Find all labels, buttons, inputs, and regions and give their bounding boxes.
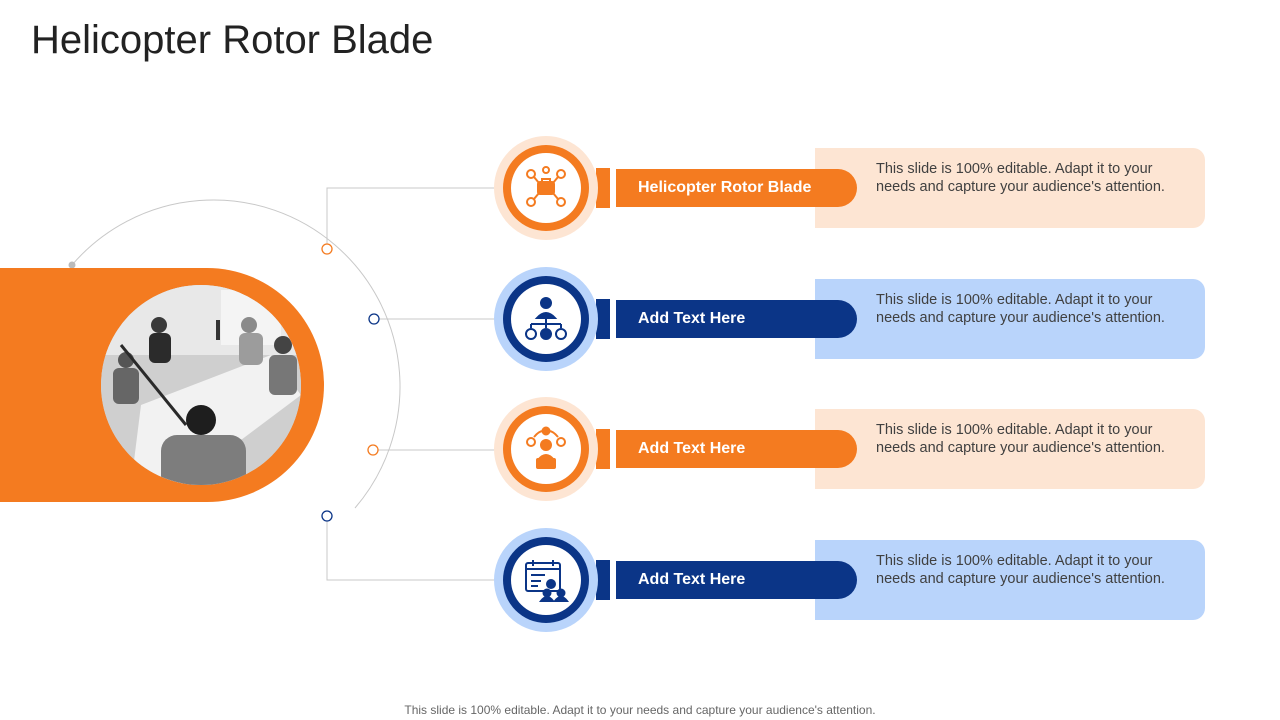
arc-line [71, 199, 401, 509]
footer-note: This slide is 100% editable. Adapt it to… [404, 703, 876, 717]
ribbon-tab [596, 168, 610, 208]
page-title: Helicopter Rotor Blade [31, 18, 434, 62]
ribbon-tab [596, 560, 610, 600]
description-card [815, 279, 1205, 359]
ribbon-tab [596, 429, 610, 469]
list-item: This slide is 100% editable. Adapt it to… [0, 528, 1280, 638]
description-text: This slide is 100% editable. Adapt it to… [876, 422, 1165, 456]
meeting-photo [101, 285, 301, 485]
description-text: This slide is 100% editable. Adapt it to… [876, 553, 1165, 587]
list-item: This slide is 100% editable. Adapt it to… [0, 397, 1280, 507]
arc-node-3 [367, 444, 379, 456]
connector-1 [326, 187, 510, 249]
schedule-team-icon [525, 560, 569, 602]
list-item: This slide is 100% editable. Adapt it to… [0, 136, 1280, 246]
item-label: Add Text Here [616, 561, 857, 599]
network-gear-icon [526, 166, 566, 207]
description-text: This slide is 100% editable. Adapt it to… [876, 161, 1165, 195]
ribbon-tab [596, 299, 610, 339]
arc-dot-start [68, 261, 76, 269]
item-label: Add Text Here [616, 300, 857, 338]
arc-node-2 [368, 313, 380, 325]
list-item: This slide is 100% editable. Adapt it to… [0, 267, 1280, 377]
org-chart-icon [525, 297, 567, 340]
description-card [815, 409, 1205, 489]
arc-node-4 [321, 510, 333, 522]
item-label: Helicopter Rotor Blade [616, 169, 857, 207]
item-label: Add Text Here [616, 430, 857, 468]
description-card [815, 148, 1205, 228]
description-card [815, 540, 1205, 620]
arc-node-1 [321, 243, 333, 255]
user-laptop-icon [526, 426, 566, 469]
description-text: This slide is 100% editable. Adapt it to… [876, 292, 1165, 326]
connector-4 [326, 516, 510, 581]
